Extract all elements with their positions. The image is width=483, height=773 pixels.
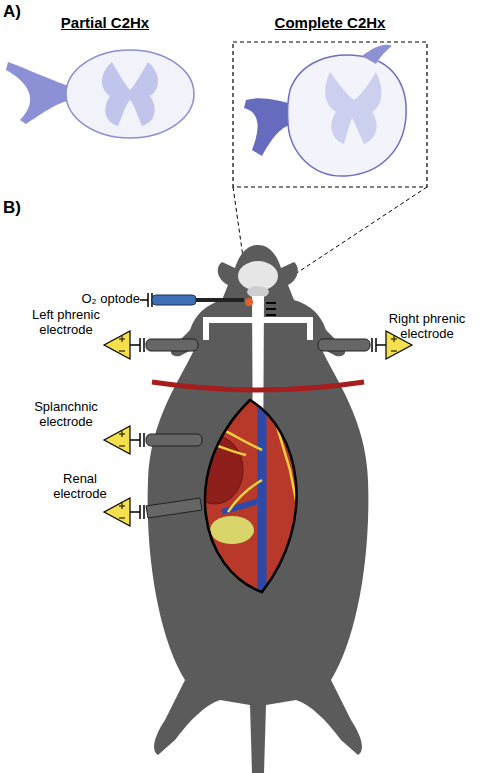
optode: [140, 293, 244, 307]
complete-section: [244, 45, 406, 176]
panel-letter: A): [3, 2, 43, 22]
amplifier-symbol: [104, 331, 412, 526]
abdomen-outline: [205, 400, 297, 592]
cord-ties: [266, 303, 276, 315]
device-label: Renal electrode: [40, 472, 120, 502]
diaphragm: [152, 382, 364, 390]
inset-box: [233, 42, 427, 187]
device-label: Left phrenic electrode: [10, 308, 122, 338]
partial-section: [6, 50, 194, 138]
electrodes: [130, 338, 386, 519]
device-label: Right phrenic electrode: [372, 312, 482, 342]
polarity-marks: [119, 336, 397, 518]
device-label: Splanchnic electrode: [10, 400, 122, 430]
panel-heading: Complete C2Hx: [255, 14, 405, 31]
abdomen: [170, 395, 330, 600]
panel-letter: B): [3, 198, 43, 218]
phrenic-nerve: [206, 320, 310, 340]
device-label: O₂ optode: [58, 292, 140, 307]
panel-heading: Partial C2Hx: [40, 14, 170, 31]
lesion-site: [245, 298, 253, 306]
